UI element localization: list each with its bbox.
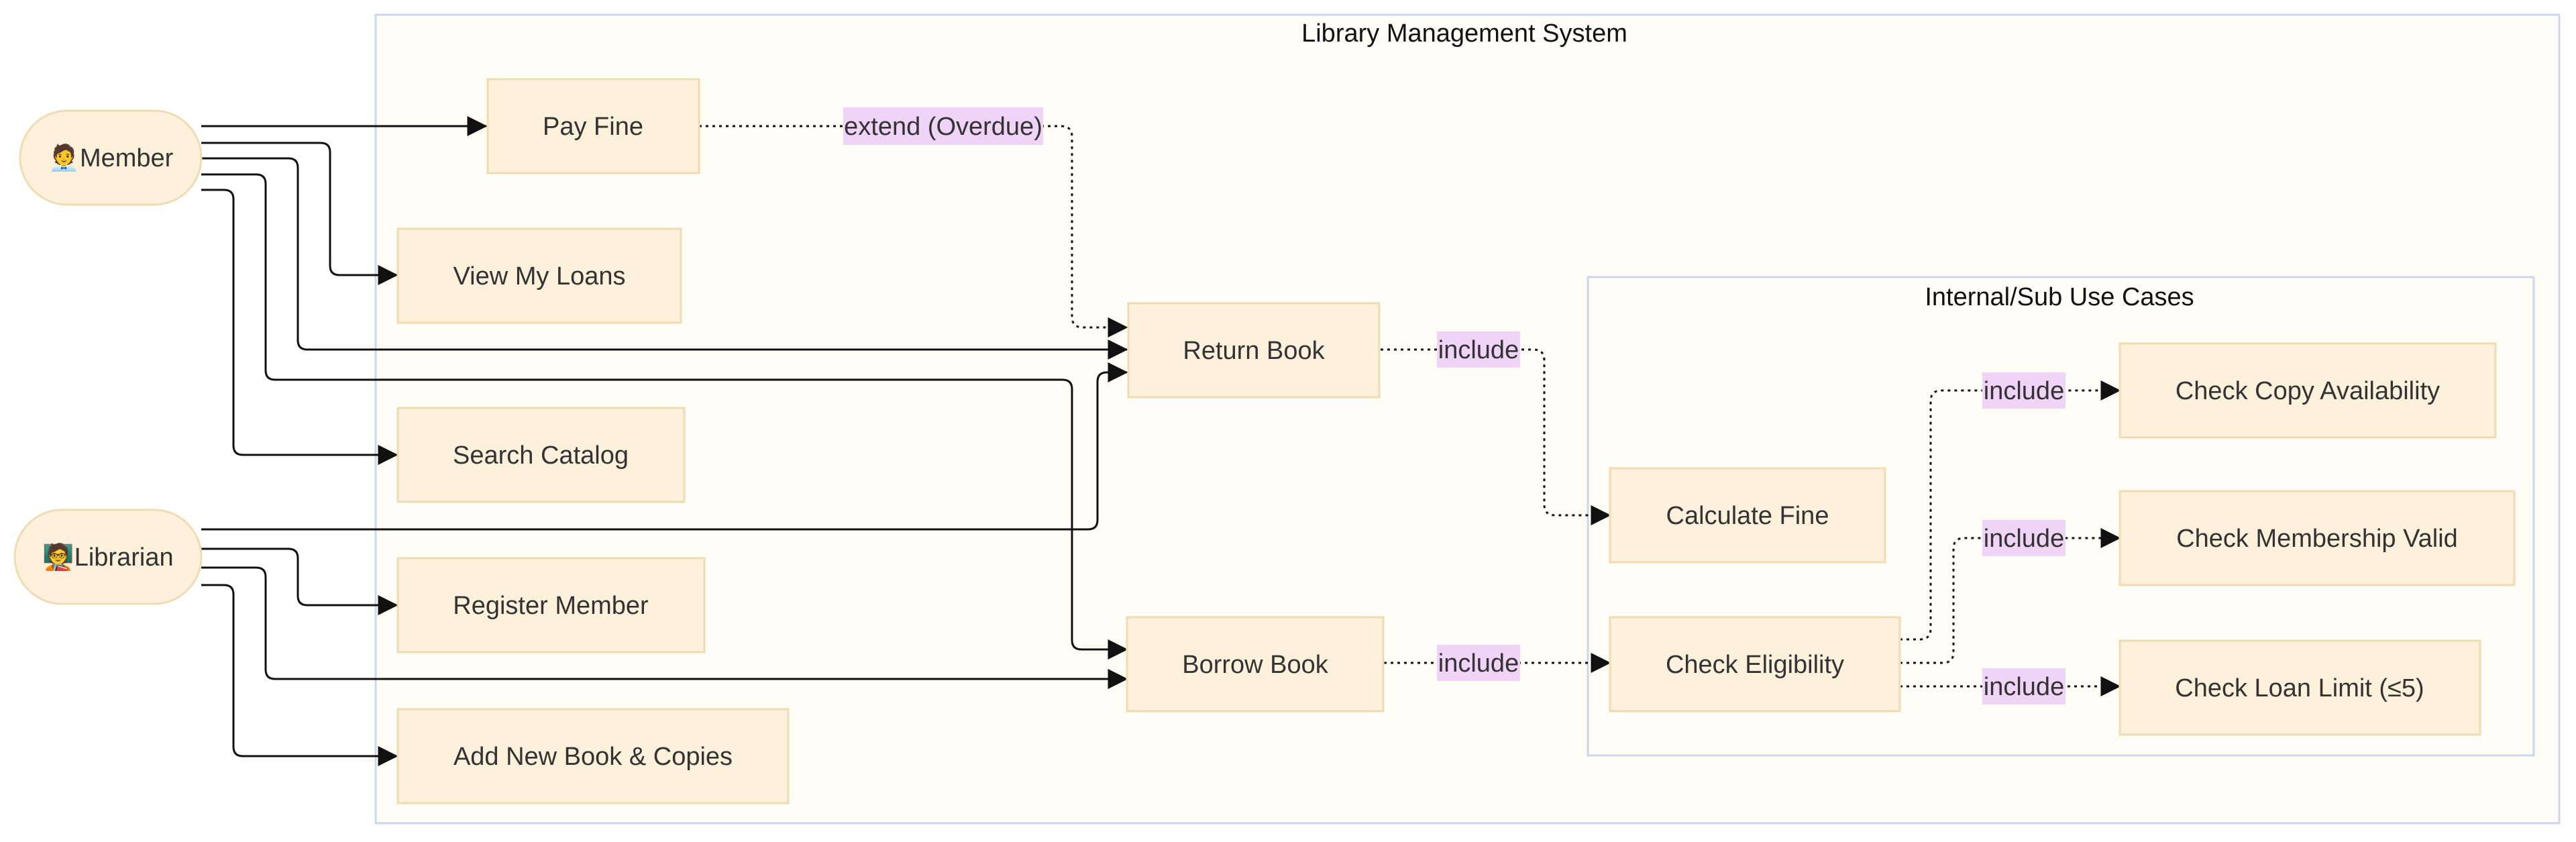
use-case-borrow-book[interactable]: Borrow Book — [1126, 616, 1385, 713]
member-icon: 🧑‍💼 — [48, 142, 80, 172]
edge-label-include-membership: include — [1982, 520, 2065, 556]
system-title: Library Management System — [1301, 19, 1627, 48]
use-case-view-my-loans[interactable]: View My Loans — [396, 227, 682, 324]
use-case-add-new-book[interactable]: Add New Book & Copies — [396, 708, 790, 804]
edge-librarian-add-book — [201, 584, 398, 766]
member-label: Member — [80, 144, 174, 172]
use-case-check-loan-limit[interactable]: Check Loan Limit (≤5) — [2118, 639, 2481, 736]
edge-label-include-loan-limit: include — [1982, 668, 2065, 704]
edge-include-elig-membership — [1900, 528, 2121, 664]
svg-text:Check Eligibility: Check Eligibility — [1666, 651, 1844, 679]
svg-text:include: include — [1438, 649, 1519, 678]
svg-text:Check Membership Valid: Check Membership Valid — [2176, 525, 2458, 553]
use-case-check-copy-availability[interactable]: Check Copy Availability — [2118, 342, 2497, 439]
librarian-label: Librarian — [74, 543, 174, 572]
svg-text:Check Copy Availability: Check Copy Availability — [2176, 377, 2440, 405]
svg-text:extend (Overdue): extend (Overdue) — [844, 113, 1042, 141]
use-case-check-membership-valid[interactable]: Check Membership Valid — [2118, 490, 2516, 586]
edge-member-borrow-book — [201, 173, 1128, 660]
edge-label-extend-overdue: extend (Overdue) — [843, 107, 1043, 145]
edge-label-include-borrow: include — [1437, 645, 1520, 681]
subsystem-title: Internal/Sub Use Cases — [1925, 283, 2194, 311]
edge-librarian-register-member — [201, 547, 398, 615]
svg-text:Borrow Book: Borrow Book — [1182, 651, 1329, 679]
edge-member-search-catalog — [201, 189, 398, 465]
edge-label-include-return: include — [1437, 331, 1520, 368]
svg-text:Add New Book & Copies: Add New Book & Copies — [453, 743, 733, 771]
svg-text:Pay Fine: Pay Fine — [543, 113, 643, 141]
svg-text:include: include — [1984, 525, 2064, 553]
edge-member-return-book — [201, 157, 1128, 360]
edge-labels: extend (Overdue) include include include… — [843, 107, 2065, 704]
svg-text:Calculate Fine: Calculate Fine — [1666, 502, 1829, 530]
use-case-pay-fine[interactable]: Pay Fine — [486, 78, 700, 174]
svg-text:Register Member: Register Member — [453, 592, 649, 620]
edge-include-return-calc — [1381, 348, 1611, 525]
actor-member[interactable]: 🧑‍💼Member — [19, 109, 203, 206]
use-case-calculate-fine[interactable]: Calculate Fine — [1609, 467, 1886, 564]
edge-extend-pay-fine-return — [699, 125, 1128, 337]
use-case-search-catalog[interactable]: Search Catalog — [396, 407, 686, 503]
svg-text:include: include — [1438, 336, 1519, 364]
edge-librarian-return-book — [201, 362, 1128, 531]
svg-text:🧑‍💼Member: 🧑‍💼Member — [48, 142, 174, 172]
use-case-check-eligibility[interactable]: Check Eligibility — [1609, 616, 1901, 713]
association-edges — [201, 116, 1128, 766]
actor-librarian[interactable]: 🧑‍🏫Librarian — [13, 509, 203, 605]
edge-label-include-copy: include — [1982, 372, 2065, 409]
edge-librarian-borrow-book — [201, 566, 1128, 689]
svg-text:include: include — [1984, 377, 2064, 405]
svg-text:View My Loans: View My Loans — [453, 262, 626, 291]
use-case-return-book[interactable]: Return Book — [1127, 302, 1381, 399]
svg-text:Return Book: Return Book — [1183, 337, 1325, 365]
edge-member-view-loans — [201, 142, 398, 285]
svg-text:Search Catalog: Search Catalog — [453, 441, 629, 470]
svg-text:Check Loan Limit (≤5): Check Loan Limit (≤5) — [2175, 674, 2424, 702]
librarian-icon: 🧑‍🏫 — [42, 541, 74, 572]
svg-text:🧑‍🏫Librarian: 🧑‍🏫Librarian — [42, 541, 173, 572]
use-case-register-member[interactable]: Register Member — [396, 557, 706, 653]
svg-text:include: include — [1984, 673, 2064, 701]
